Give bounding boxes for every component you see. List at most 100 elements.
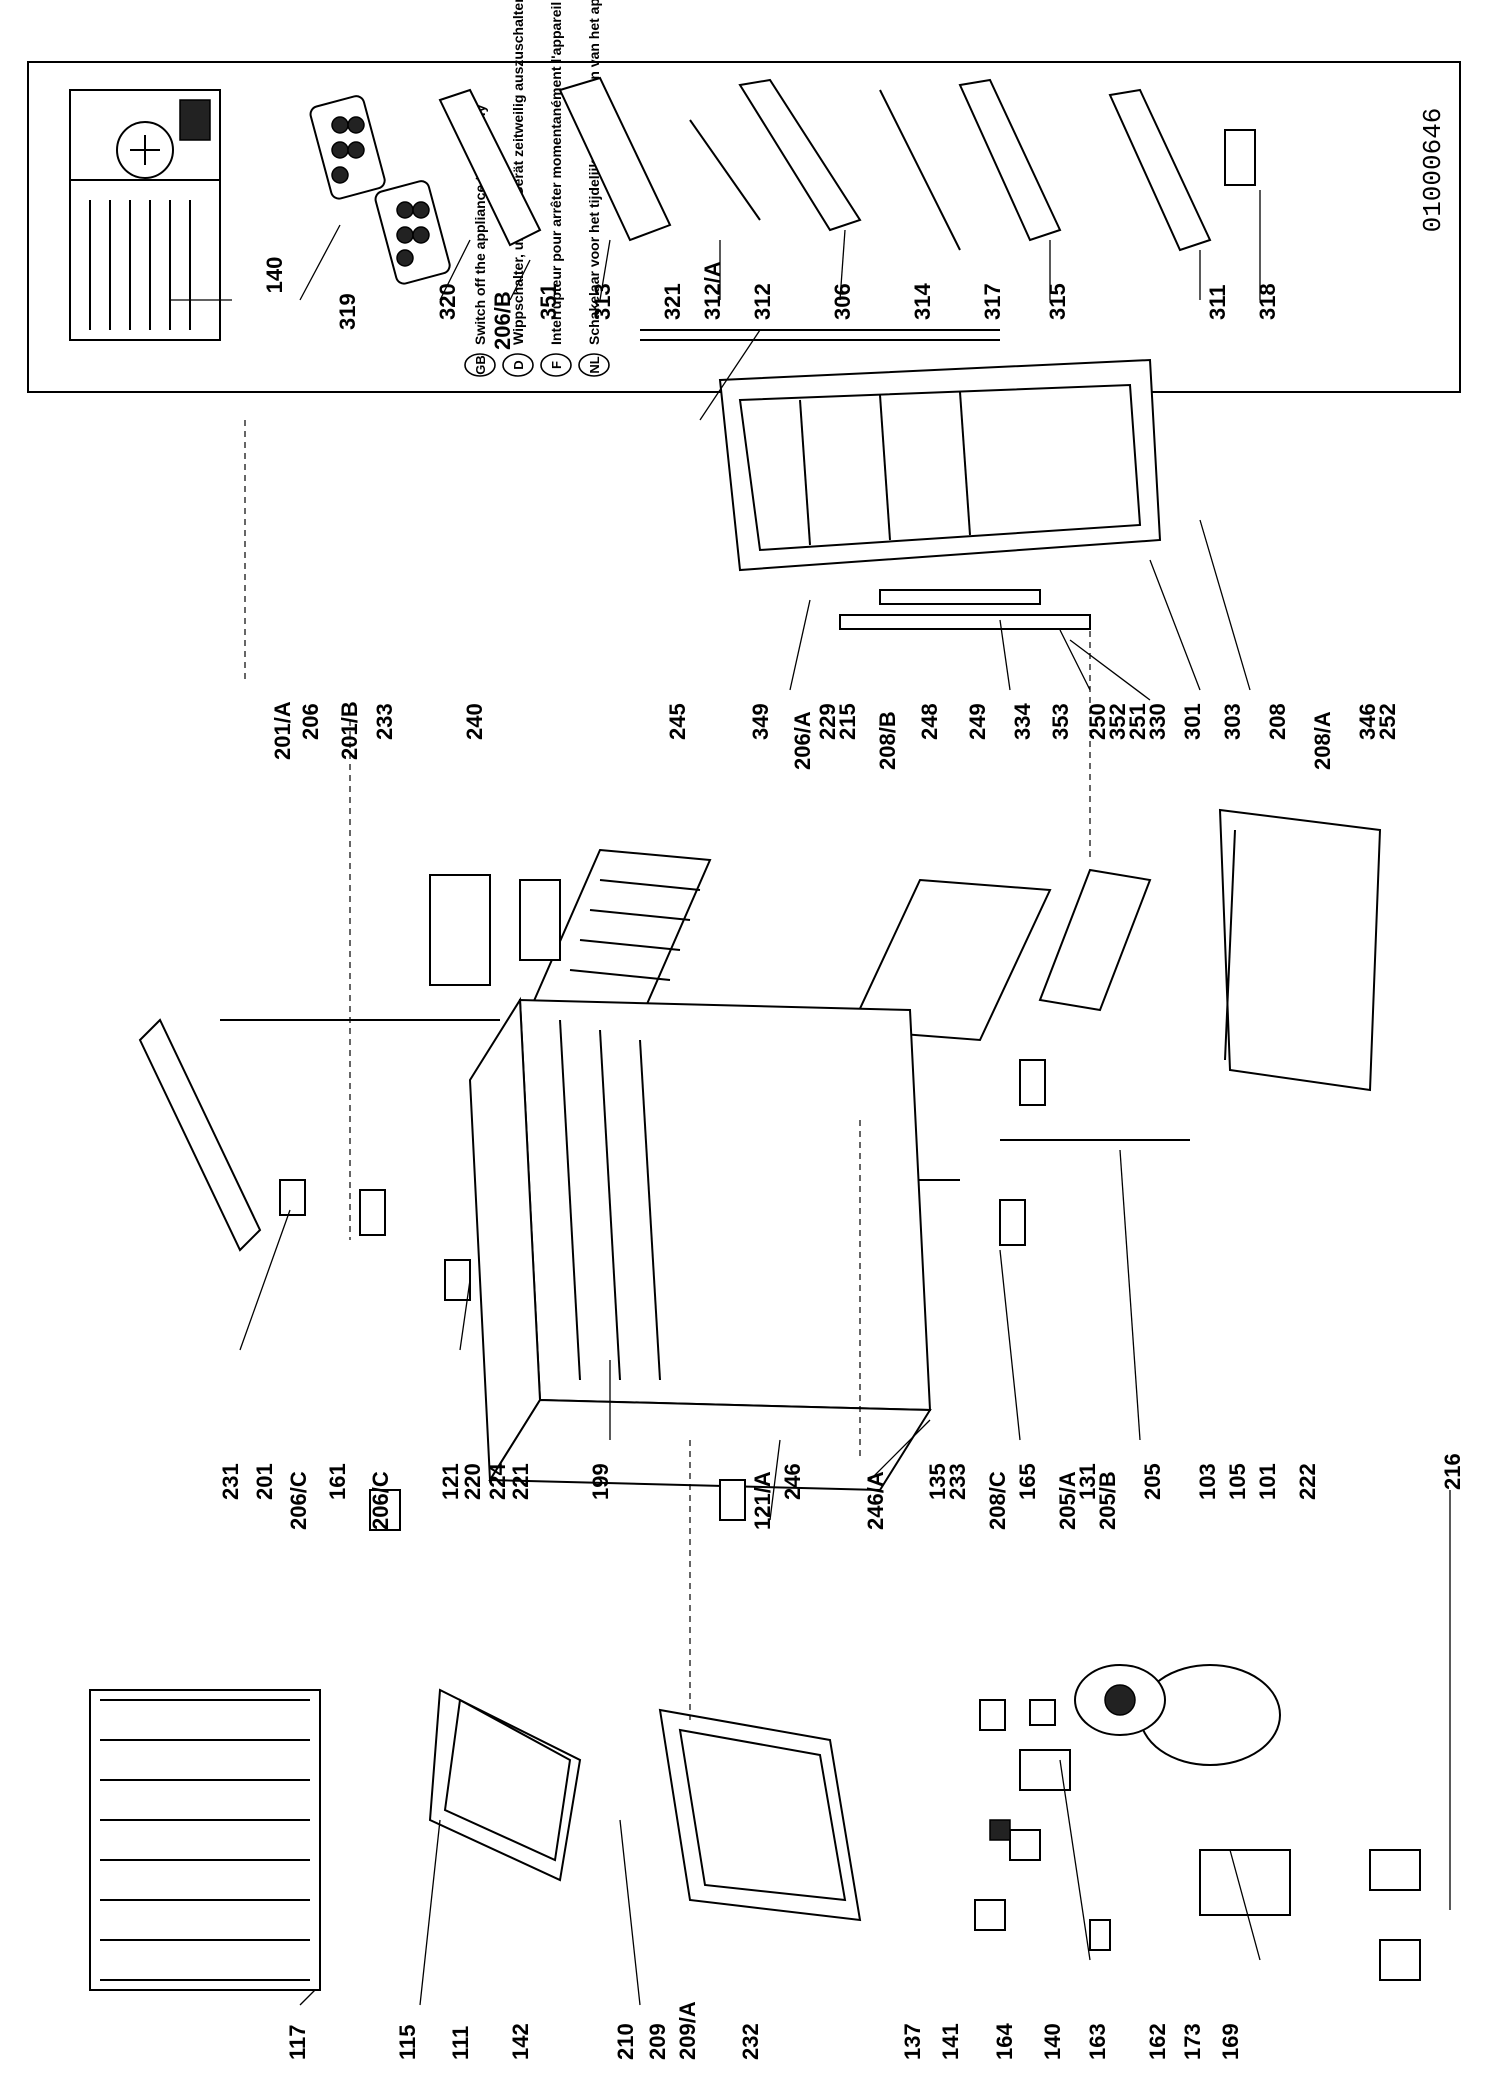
- part-label: 349: [748, 703, 773, 740]
- part-label: 201: [252, 1463, 277, 1500]
- part-label: 245: [665, 703, 690, 740]
- leader-lines: [239, 190, 1451, 2006]
- part-label: 352: [1105, 703, 1130, 740]
- part-label: 233: [945, 1463, 970, 1500]
- egg-tray-drawing: [309, 95, 451, 285]
- legend-box: 140 GB Switch off the appliance temporar…: [27, 0, 1461, 393]
- part-label: 306: [830, 283, 855, 320]
- part-label: 251: [1125, 703, 1150, 740]
- part-label: 222: [1295, 1463, 1320, 1500]
- part-label: 137: [900, 2023, 925, 2060]
- part-label: 224: [485, 1463, 510, 1500]
- part-drawings: [89, 76, 1421, 1991]
- part-label: 246/A: [863, 1471, 888, 1530]
- part-label: 220: [460, 1463, 485, 1500]
- part-label: 313: [590, 283, 615, 320]
- part-label: 201/A: [270, 701, 295, 760]
- legend-code: F: [549, 361, 564, 369]
- part-label: 199: [588, 1463, 613, 1500]
- legend-text: Interrupteur pour arrêter momentanément …: [548, 2, 564, 345]
- part-label: 311: [1205, 285, 1230, 321]
- part-label: 206/A: [790, 711, 815, 770]
- dashed-assembly-lines: [244, 420, 1091, 1720]
- part-label: 317: [980, 283, 1005, 320]
- document-id: 01000646: [1418, 108, 1448, 233]
- part-label: 105: [1225, 1463, 1250, 1500]
- part-label: 215: [835, 703, 860, 740]
- evaporator-coil-drawing: [89, 1689, 321, 1991]
- part-label: 208/A: [1310, 711, 1335, 770]
- part-label: 312: [750, 283, 775, 320]
- part-label: 232: [738, 2023, 763, 2060]
- part-label: 169: [1218, 2023, 1243, 2060]
- part-label: 201/B: [337, 701, 362, 760]
- part-label: 233: [372, 703, 397, 740]
- part-label: 121/A: [750, 1471, 775, 1530]
- part-label: 301: [1180, 703, 1205, 740]
- part-label: 121: [438, 1463, 463, 1500]
- part-label: 246: [780, 1463, 805, 1500]
- part-label: 206/C: [286, 1471, 311, 1530]
- part-label: 209/A: [675, 2001, 700, 2060]
- part-label: 319: [335, 293, 360, 330]
- part-label: 164: [992, 2023, 1017, 2060]
- legend-code: NL: [587, 356, 602, 373]
- part-label: 115: [395, 2025, 420, 2061]
- part-label: 173: [1180, 2023, 1205, 2060]
- part-label: 205/A: [1055, 1471, 1080, 1530]
- part-label: 165: [1015, 1463, 1040, 1500]
- switch-inset-illustration: [69, 89, 232, 341]
- part-label: 208/B: [875, 711, 900, 770]
- part-label: 351: [536, 283, 561, 320]
- part-label: 206/C: [368, 1471, 393, 1530]
- part-label: 229: [815, 703, 840, 740]
- part-label: 141: [938, 2023, 963, 2060]
- part-label: 231: [218, 1463, 243, 1500]
- part-label: 205: [1140, 1463, 1165, 1500]
- part-label: 161: [325, 1463, 350, 1500]
- part-label: 312/A: [700, 261, 725, 320]
- part-label: 140: [1040, 2023, 1065, 2060]
- part-label: 248: [917, 703, 942, 740]
- part-label: 334: [1010, 703, 1035, 740]
- part-label: 240: [462, 703, 487, 740]
- part-label: 353: [1048, 703, 1073, 740]
- part-label: 111: [448, 2026, 473, 2060]
- part-label: 221: [508, 1463, 533, 1500]
- part-labels: 319 320 206/B 351 313 321 312/A 312 306 …: [218, 261, 1465, 2060]
- part-label: 330: [1145, 703, 1170, 740]
- part-label: 103: [1195, 1463, 1220, 1500]
- part-label: 117: [285, 2025, 310, 2061]
- legend-code: GB: [473, 355, 488, 375]
- part-label: 252: [1375, 703, 1400, 740]
- part-label: 206/B: [490, 291, 515, 350]
- part-label: 314: [910, 283, 935, 320]
- part-label: 101: [1255, 1463, 1280, 1500]
- legend-row-f: F Interrupteur pour arrêter momentanémen…: [540, 2, 572, 377]
- part-label: 216: [1440, 1453, 1465, 1490]
- part-label: 131: [1075, 1463, 1100, 1500]
- part-label: 208: [1265, 703, 1290, 740]
- part-label: 321: [660, 283, 685, 320]
- legend-code: D: [511, 360, 526, 369]
- part-label: 210: [613, 2023, 638, 2060]
- part-label: 249: [965, 703, 990, 740]
- part-label: 318: [1255, 283, 1280, 320]
- legend-text: Wippschalter, um das Gerät zeitweilig au…: [510, 0, 526, 345]
- part-label: 205/B: [1095, 1471, 1120, 1530]
- part-label: 320: [435, 283, 460, 320]
- part-label: 250: [1085, 703, 1110, 740]
- part-label: 162: [1145, 2023, 1170, 2060]
- part-label: 209: [645, 2023, 670, 2060]
- part-label: 206: [298, 703, 323, 740]
- inset-label: 140: [262, 257, 287, 294]
- legend-row-d: D Wippschalter, um das Gerät zeitweilig …: [502, 0, 534, 377]
- part-label: 135: [925, 1463, 950, 1500]
- part-label: 163: [1085, 2023, 1110, 2060]
- part-label: 303: [1220, 703, 1245, 740]
- part-label: 208/C: [985, 1471, 1010, 1530]
- part-label: 142: [508, 2023, 533, 2060]
- part-label: 346: [1355, 703, 1380, 740]
- part-label: 315: [1045, 283, 1070, 320]
